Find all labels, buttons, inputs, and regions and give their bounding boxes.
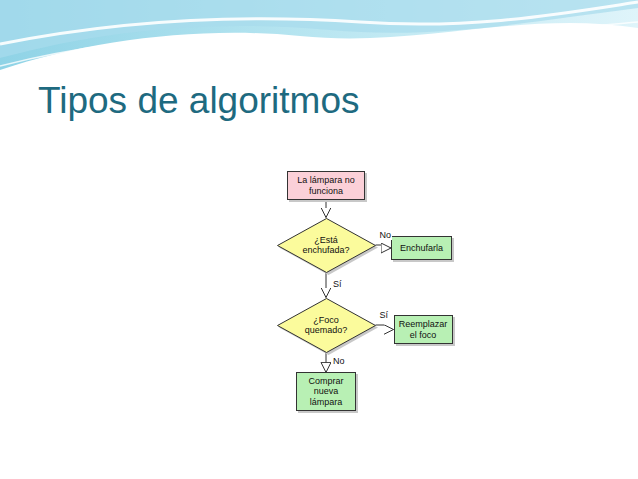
flow-arrow [326,273,327,298]
node-text: ¿Foco quemado? [299,315,353,335]
node-text: Enchufarla [400,243,443,253]
node-text: ¿Está enchufada? [299,235,353,255]
node-text: La lámpara no funciona [292,175,360,195]
flow-arrow [376,325,394,330]
process-box: Enchufarla [391,236,452,260]
flow-arrow [326,353,327,373]
edge-label: No [332,356,346,366]
process-box: Reemplazar el foco [394,315,453,343]
end-box: Comprar nueva lámpara [296,372,356,410]
flow-arrow [376,245,392,248]
edge-label: Sí [379,310,390,320]
node-text: Comprar nueva lámpara [301,376,351,406]
node-text: Reemplazar el foco [399,319,448,339]
decision-diamond: ¿Foco quemado? [277,298,376,353]
edge-label: No [379,230,393,240]
edge-label: Sí [332,279,343,289]
start-box: La lámpara no funciona [287,171,365,199]
flow-arrow [326,200,327,218]
decision-diamond: ¿Está enchufada? [277,218,376,273]
slide-title: Tipos de algoritmos [38,80,360,122]
